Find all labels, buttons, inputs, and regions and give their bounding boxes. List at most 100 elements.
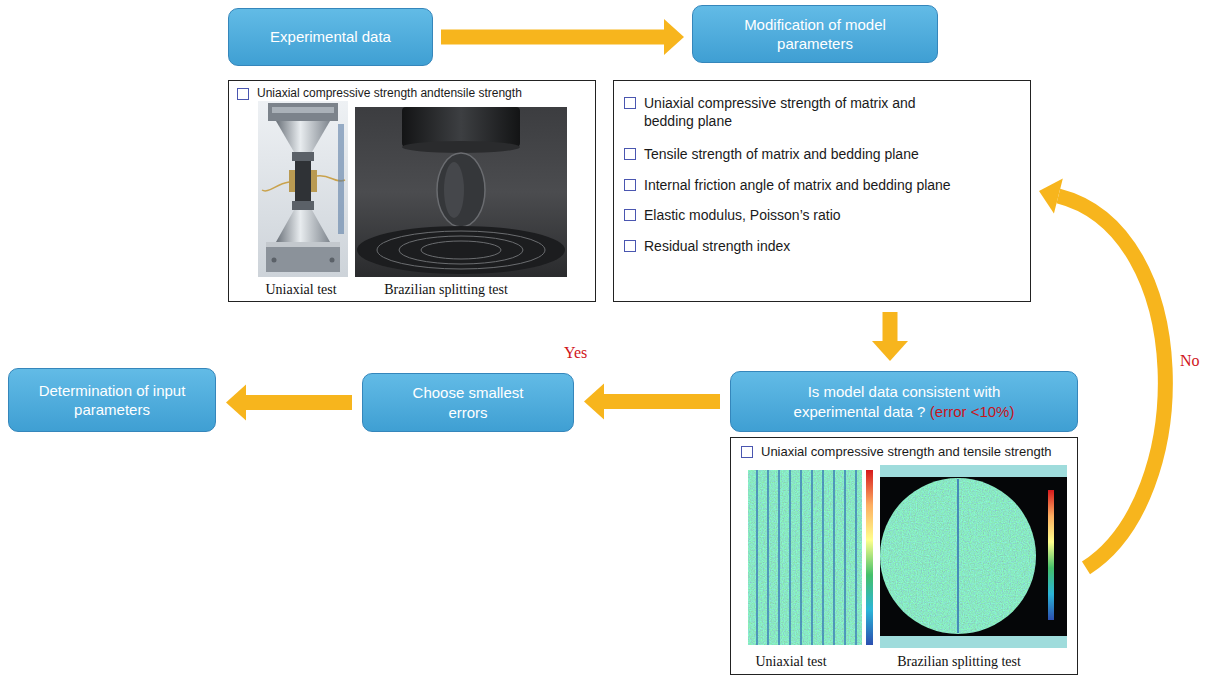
checklist-row: Uniaxial compressive strength of matrix … xyxy=(624,95,1024,130)
uniaxial-simulation-part-part xyxy=(822,470,823,645)
arrow-shaft xyxy=(246,395,352,410)
checkbox-icon xyxy=(624,209,636,221)
edge-label: No xyxy=(1178,352,1202,370)
uniaxial-test-photo-part xyxy=(266,242,340,247)
checklist-row: Elastic modulus, Poisson’s ratio xyxy=(624,207,1024,225)
checkbox-icon xyxy=(624,240,636,252)
uniaxial-test-photo-part xyxy=(292,152,314,161)
content-panel: Uniaxial compressive strength and tensil… xyxy=(730,437,1078,675)
brazilian-simulation-part xyxy=(880,478,1036,634)
process-box: Modification of model parameters xyxy=(692,5,938,63)
checklist-row: Uniaxial compressive strength andtensile… xyxy=(237,86,522,101)
uniaxial-test-photo-part xyxy=(262,182,289,191)
arrow-head xyxy=(1039,178,1063,213)
brazilian-test-photo-part xyxy=(402,141,520,153)
flow-arrow xyxy=(226,385,352,421)
uniaxial-test-photo-part xyxy=(289,170,295,192)
figure-caption: Uniaxial test xyxy=(265,282,336,298)
checklist-item: Elastic modulus, Poisson’s ratio xyxy=(644,207,1024,225)
box-label: Determination of input parameters xyxy=(39,382,186,419)
uniaxial-test-photo-part xyxy=(258,101,348,277)
uniaxial-test-photo-part xyxy=(276,121,330,152)
uniaxial-simulation-part-part xyxy=(789,470,790,645)
figure-caption: Uniaxial test xyxy=(755,654,826,670)
checklist-row: Tensile strength of matrix and bedding p… xyxy=(624,146,1024,164)
brazilian-simulation xyxy=(880,465,1067,648)
arrow-head xyxy=(226,385,246,421)
checkbox-icon xyxy=(624,97,636,109)
checklist-item: Residual strength index xyxy=(644,238,1024,256)
checklist-item: Uniaxial compressive strength andtensile… xyxy=(257,86,522,101)
brazilian-simulation-part xyxy=(880,477,1067,636)
uniaxial-test-photo-part xyxy=(311,170,317,192)
checklist-row: Internal friction angle of matrix and be… xyxy=(624,177,1024,195)
brazilian-test-photo-part xyxy=(357,226,565,274)
edge-label: Yes xyxy=(562,344,589,362)
arrow-head xyxy=(584,384,604,420)
uniaxial-test-photo-part xyxy=(330,258,335,263)
flow-arrow xyxy=(441,19,684,55)
checklist-item: Tensile strength of matrix and bedding p… xyxy=(644,146,1024,164)
uniaxial-simulation-part-part xyxy=(800,470,801,645)
arrow-shaft xyxy=(441,30,664,45)
checkbox-icon xyxy=(624,148,636,160)
box-label: Choose smallest errors xyxy=(413,384,524,421)
checklist-item: Uniaxial compressive strength and tensil… xyxy=(761,444,1051,460)
content-panel: Uniaxial compressive strength of matrix … xyxy=(613,80,1031,302)
uniaxial-simulation-part xyxy=(866,470,873,645)
brazilian-simulation-part xyxy=(880,465,1067,477)
brazilian-test-photo-part xyxy=(355,107,567,277)
process-box: Experimental data xyxy=(228,8,433,66)
arrow-head xyxy=(872,341,908,361)
brazilian-test-photo-part xyxy=(444,162,464,218)
flow-arrow xyxy=(584,384,720,420)
flow-arrow xyxy=(872,312,908,361)
box-text: Choose smallest errors xyxy=(403,383,533,422)
brazilian-test-photo-part xyxy=(421,241,501,259)
brazilian-simulation-part xyxy=(880,636,1067,648)
box-text: Experimental data xyxy=(270,27,391,47)
arrow-shaft xyxy=(604,394,720,409)
uniaxial-simulation-part-part xyxy=(811,470,812,645)
process-box: Is model data consistent with experiment… xyxy=(730,371,1078,432)
brazilian-test-photo-part xyxy=(377,231,545,269)
brazilian-simulation-part xyxy=(1048,490,1054,620)
box-text: Determination of input parameters xyxy=(26,381,198,420)
process-box: Determination of input parameters xyxy=(8,368,216,432)
uniaxial-test-photo-part xyxy=(338,124,344,234)
box-label: Experimental data xyxy=(270,28,391,45)
uniaxial-test-photo-part xyxy=(272,258,277,263)
checklist-row: Uniaxial compressive strength and tensil… xyxy=(741,444,1051,460)
uniaxial-simulation-part-part xyxy=(833,470,834,645)
uniaxial-test-photo-part xyxy=(266,242,340,272)
box-text: Is model data consistent with experiment… xyxy=(773,382,1035,421)
content-panel: Uniaxial compressive strength andtensile… xyxy=(228,80,596,302)
uniaxial-simulation-part-part xyxy=(844,470,845,645)
checkbox-icon xyxy=(624,179,636,191)
box-text: Modification of model parameters xyxy=(707,15,923,54)
brazilian-test-photo-part xyxy=(399,236,523,264)
uniaxial-simulation-part-part xyxy=(756,470,757,645)
uniaxial-test-photo-part xyxy=(268,103,338,121)
checklist-item: Uniaxial compressive strength of matrix … xyxy=(644,95,964,130)
uniaxial-test-photo-part xyxy=(292,201,314,210)
process-box: Choose smallest errors xyxy=(362,373,574,432)
arrow-shaft xyxy=(883,312,898,341)
brazilian-test-photo xyxy=(355,107,567,277)
figure-caption: Brazilian splitting test xyxy=(384,282,508,298)
checklist-item: Internal friction angle of matrix and be… xyxy=(644,177,1024,195)
uniaxial-test-photo-part xyxy=(276,210,330,242)
uniaxial-test-photo-part xyxy=(295,161,311,201)
box-label: (error <10%) xyxy=(930,403,1015,420)
figure-caption: Brazilian splitting test xyxy=(897,654,1021,670)
brazilian-test-photo-part xyxy=(437,153,485,227)
checkbox-icon xyxy=(741,446,753,458)
uniaxial-simulation-part xyxy=(757,470,856,645)
arrow-head xyxy=(664,19,684,55)
checklist: Uniaxial compressive strength of matrix … xyxy=(624,95,1024,268)
brazilian-simulation-part xyxy=(957,479,959,633)
